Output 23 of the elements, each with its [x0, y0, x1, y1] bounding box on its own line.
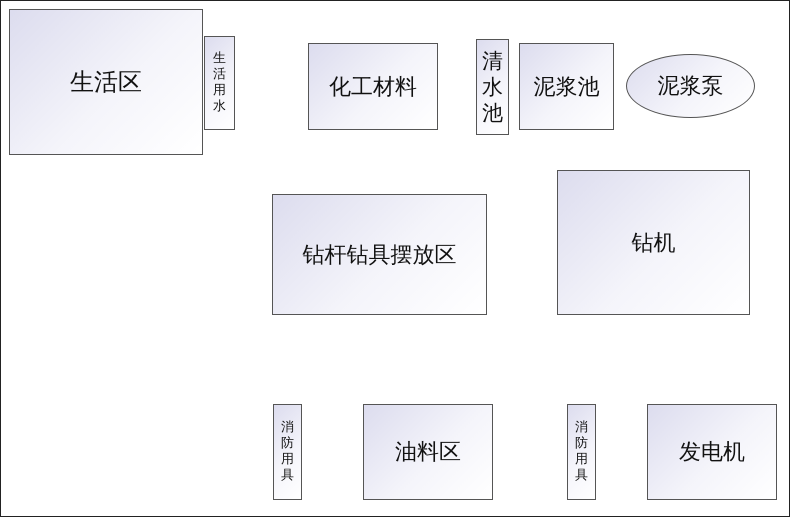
area-box [519, 43, 614, 130]
area-label: 泥浆泵 [658, 73, 724, 101]
area-label: 发电机 [679, 439, 745, 467]
area-box [272, 194, 487, 315]
area-label: 消防用具 [574, 420, 588, 484]
area-box [308, 43, 438, 130]
area-label: 泥浆池 [534, 74, 600, 102]
area-label: 生活用水 [212, 50, 226, 116]
narrow-box [204, 36, 235, 130]
narrow-box [567, 404, 596, 500]
narrow-box [476, 39, 509, 135]
area-label: 化工材料 [329, 74, 417, 102]
area-box [647, 404, 777, 500]
area-label: 生活区 [70, 67, 142, 98]
narrow-box [273, 404, 302, 500]
area-box [363, 404, 493, 500]
area-label: 钻机 [632, 230, 676, 258]
area-label: 钻杆钻具摆放区 [302, 242, 456, 270]
area-label: 油料区 [395, 439, 461, 467]
area-box [9, 9, 203, 155]
area-box [557, 170, 750, 315]
area-label: 消防用具 [280, 420, 294, 484]
area-label: 清水池 [481, 48, 504, 126]
